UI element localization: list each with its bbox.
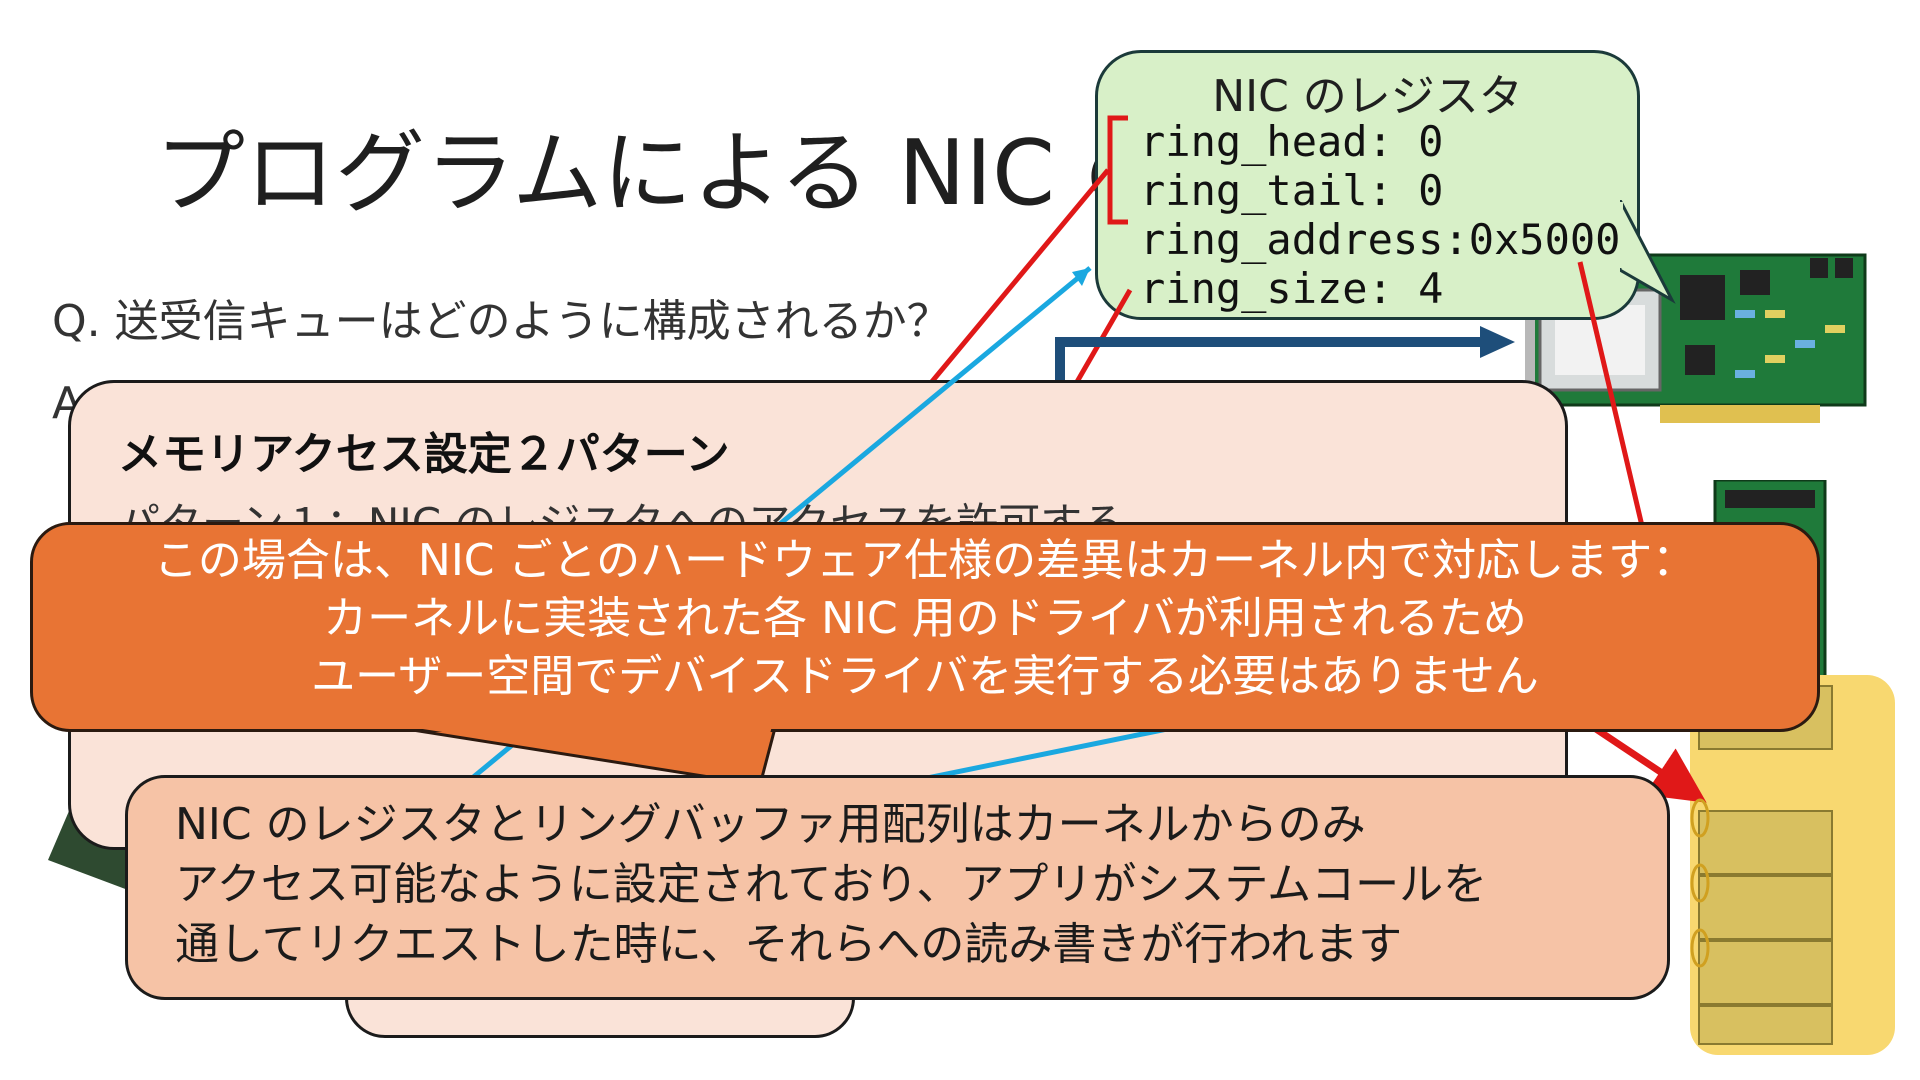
ring-markers — [0, 0, 1920, 1080]
